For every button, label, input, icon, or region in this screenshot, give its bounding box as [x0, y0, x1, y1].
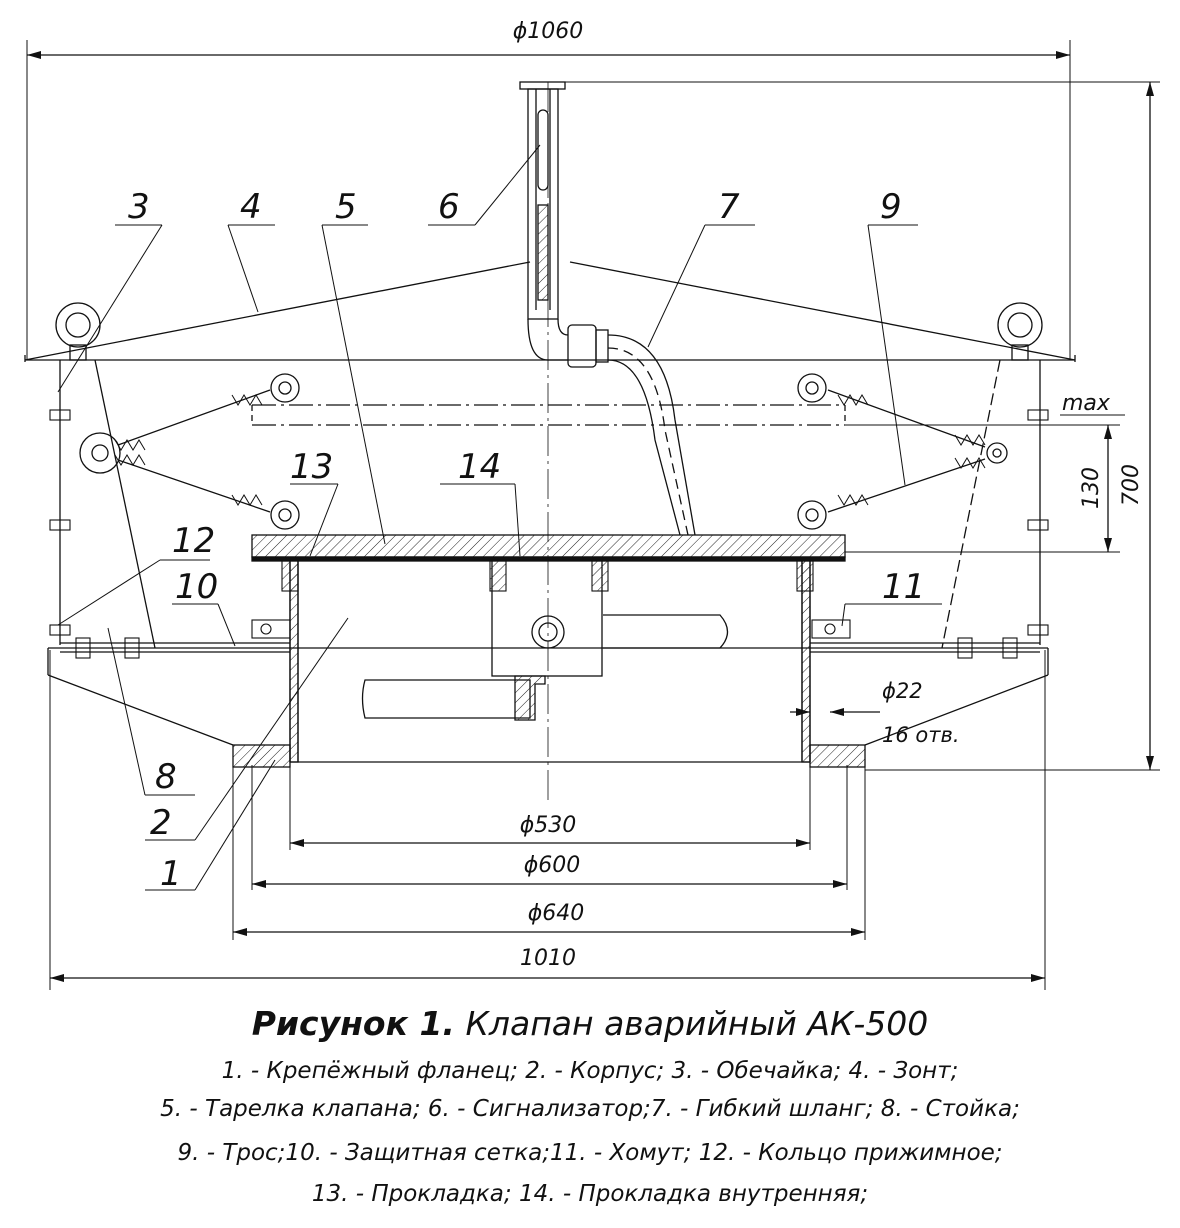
- legend-line: 9. - Трос;10. - Защитная сетка;11. - Хом…: [177, 1140, 1003, 1166]
- figure-title: Клапан аварийный АК-500: [454, 1004, 929, 1043]
- dim-640: ϕ640: [528, 901, 585, 926]
- callout-14: 14: [458, 447, 501, 487]
- technical-drawing: ϕ1060 ϕ530 ϕ600 ϕ640 1010 ϕ22 16 отв. ma…: [24, 19, 1160, 990]
- dim-130: 130: [1079, 467, 1104, 509]
- callout-11: 11: [882, 567, 925, 607]
- callout-2: 2: [150, 803, 172, 843]
- legend-line: 13. - Прокладка; 14. - Прокладка внутрен…: [311, 1181, 869, 1207]
- callout-8: 8: [155, 757, 177, 797]
- dim-holes: 16 отв.: [882, 723, 960, 747]
- callout-1: 1: [160, 854, 182, 894]
- callout-13: 13: [290, 447, 333, 487]
- figure-number: Рисунок 1.: [251, 1004, 455, 1043]
- dim-1060: ϕ1060: [513, 19, 584, 44]
- dim-530: ϕ530: [520, 813, 577, 838]
- dim-1010: 1010: [520, 946, 576, 971]
- callout-12: 12: [172, 521, 215, 561]
- callout-7: 7: [718, 187, 740, 227]
- figure-caption-title: Рисунок 1. Клапан аварийный АК-500: [0, 1004, 1180, 1043]
- dim-700: 700: [1119, 464, 1144, 506]
- callout-4: 4: [240, 187, 262, 227]
- dim-600: ϕ600: [524, 853, 581, 878]
- callout-10: 10: [175, 567, 218, 607]
- callout-3: 3: [128, 187, 150, 227]
- callout-6: 6: [438, 187, 460, 227]
- legend-line: 5. - Тарелка клапана; 6. - Сигнализатор;…: [160, 1096, 1020, 1122]
- dim-max: max: [1062, 391, 1111, 416]
- legend-line: 1. - Крепёжный фланец; 2. - Корпус; 3. -…: [221, 1058, 959, 1084]
- dim-22: ϕ22: [882, 679, 923, 703]
- callout-5: 5: [335, 187, 357, 227]
- callout-9: 9: [880, 187, 902, 227]
